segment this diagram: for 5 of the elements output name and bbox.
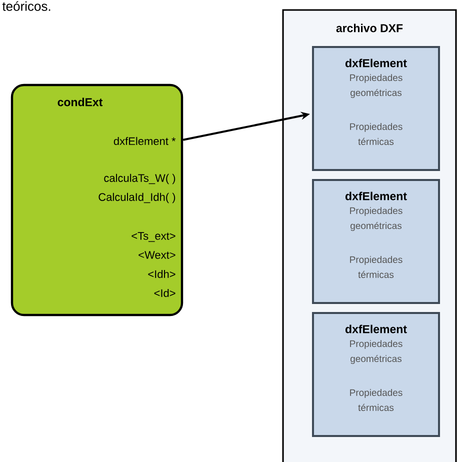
element-box: dxfElement Propiedades geométricas Propiedades térmicas — [312, 312, 440, 437]
element-box: dxfElement Propiedades geométricas Propiedades térmicas — [312, 179, 440, 304]
element-box: dxfElement Propiedades geométricas Propiedades térmicas — [312, 46, 440, 171]
class-box: condExt dxfElement * calculaTs_W( ) CalculaId_Idh( ) <Ts_ext> <Wext> <Idh> <Id> — [10, 84, 184, 316]
note-text: teóricos. — [2, 1, 50, 11]
